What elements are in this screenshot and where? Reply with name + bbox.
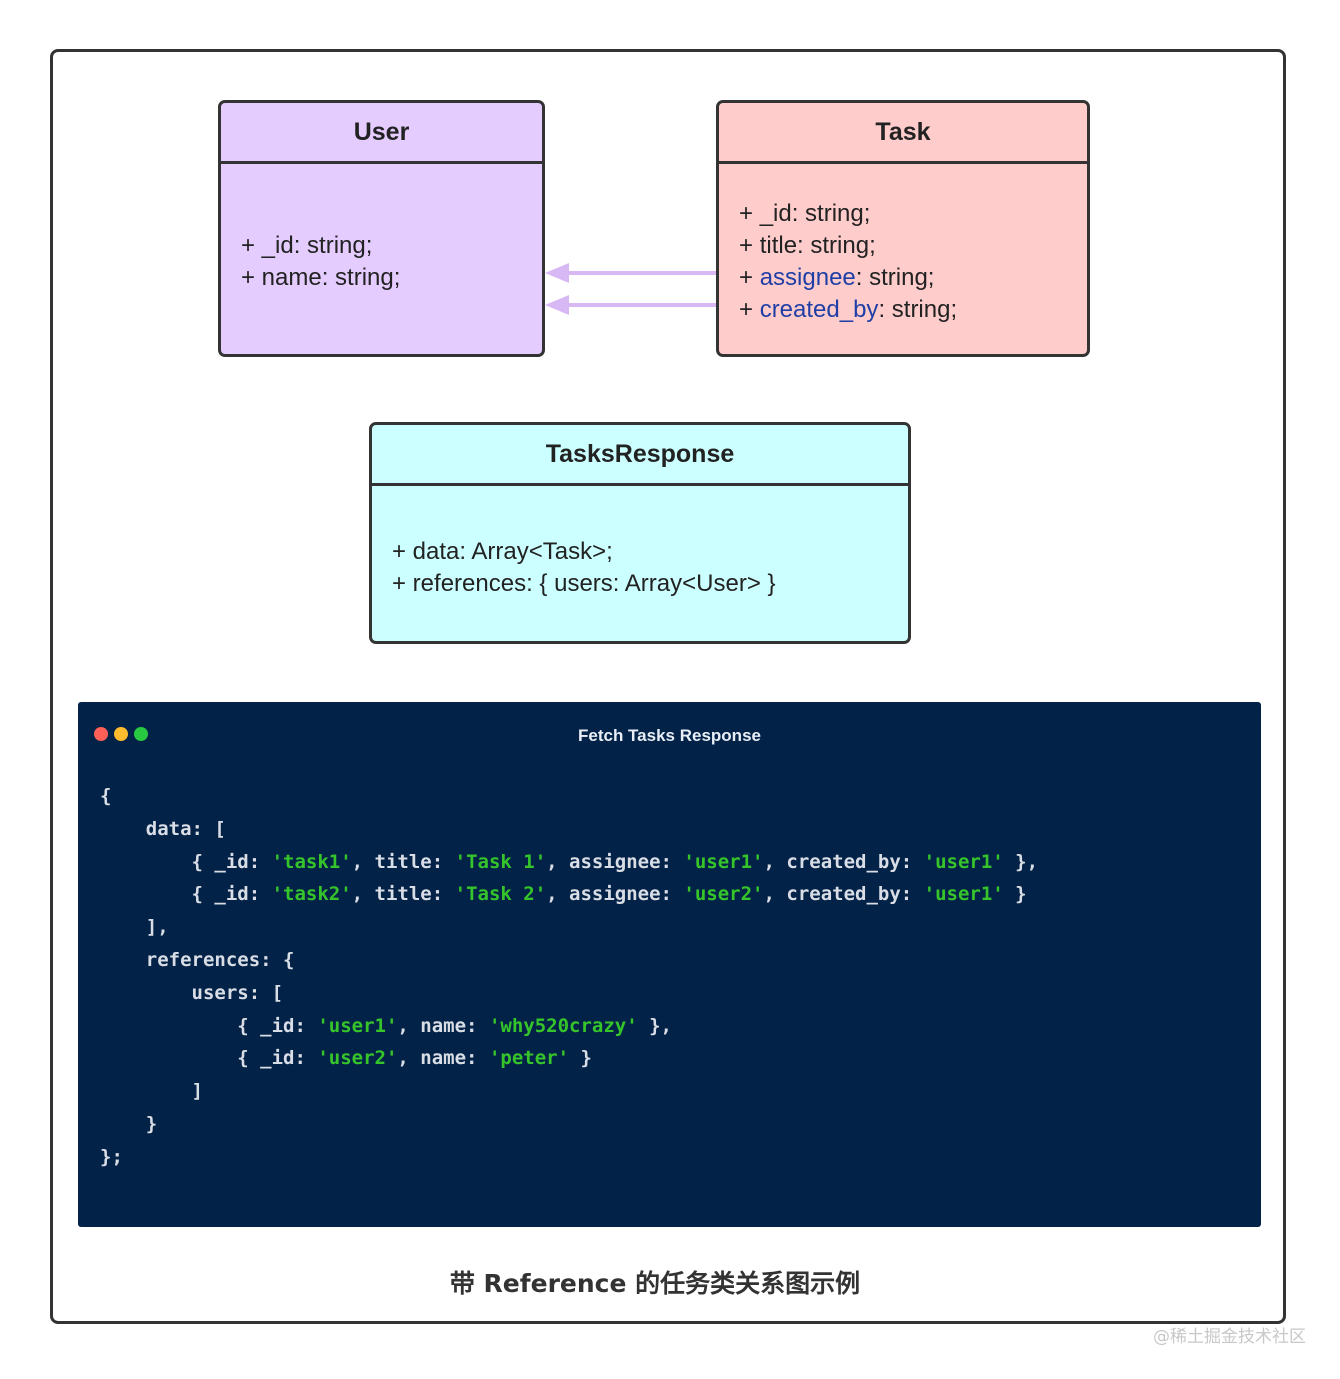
tasks-response-field: + data: Array<Task>; [392,538,613,565]
code-line: data: [ [100,813,1038,846]
code-line: { _id: 'task1', title: 'Task 1', assigne… [100,846,1039,879]
window-controls [94,727,154,743]
reference-arrows [545,263,716,315]
tasks-response-field: + references: { users: Array<User> } [392,570,776,597]
task-field-type: : string; [855,264,935,291]
task-field-type: : string; [878,296,958,323]
task-class-box: Task + _id: string;+ title: string;+ ass… [716,100,1090,357]
code-token: , name: [397,1047,489,1070]
task-field-prefix: + [739,200,760,227]
code-token: data: [ [100,817,226,840]
user-class-fields: + _id: string; + name: string; [221,164,542,294]
task-class-title: Task [719,103,1087,164]
tasks-response-class-title: TasksResponse [372,425,908,486]
code-string: 'user2' [317,1047,398,1070]
code-block: { data: [ { _id: 'task1', title: 'Task 1… [100,780,1038,1174]
maximize-dot-icon [134,727,148,741]
code-token: }, [1003,850,1039,873]
code-line: users: [ [100,977,1038,1010]
code-token: references: { [100,948,295,971]
task-class-fields: + _id: string;+ title: string;+ assignee… [719,164,1087,326]
task-field: + _id: string; [739,198,1067,230]
task-field-name: _id [759,200,792,227]
code-token: , created_by: [763,850,924,873]
code-token: { _id: [100,1047,318,1070]
code-line: { _id: 'user2', name: 'peter' } [100,1042,1038,1075]
code-line: } [100,1108,1038,1141]
task-field-type: : string; [791,200,871,227]
assignee-arrow-head [545,263,569,283]
code-string: 'user1' [317,1014,398,1037]
task-field-name: assignee [759,264,856,291]
code-token: { [100,785,112,807]
tasks-response-class-fields: + data: Array<Task>; + references: { use… [372,486,908,600]
task-field: + assignee: string; [739,262,1067,294]
figure-caption: 带 Reference 的任务类关系图示例 [449,1269,861,1298]
code-token: { _id: [100,883,272,906]
code-window: Fetch Tasks Response { data: [ { _id: 't… [78,702,1261,1227]
code-token: , title: [351,850,455,873]
code-token: , assignee: [546,883,684,906]
code-string: 'task2' [271,883,352,906]
watermark: @稀土掘金技术社区 [1153,1327,1306,1347]
code-string: 'user1' [923,883,1004,906]
code-line: ] [100,1075,1038,1108]
user-field: + _id: string; [241,232,373,259]
task-field: + title: string; [739,230,1067,262]
code-string: 'task1' [271,850,352,873]
code-string: 'user1' [683,850,764,873]
code-window-title: Fetch Tasks Response [578,726,761,745]
task-field-prefix: + [739,264,760,291]
close-dot-icon [94,727,108,741]
task-field-name: title [759,232,798,259]
code-string: 'user1' [923,850,1004,873]
task-field: + created_by: string; [739,294,1067,326]
code-token: } [1003,883,1027,906]
code-line: }; [100,1141,1038,1174]
association-arrows [545,263,716,315]
code-string: 'Task 2' [454,883,547,906]
code-token: , title: [351,883,455,906]
user-class-title: User [221,103,542,164]
code-token: } [569,1047,592,1070]
task-field-type: : string; [797,232,876,259]
minimize-dot-icon [114,727,128,741]
code-line: references: { [100,944,1038,977]
task-field-prefix: + [739,296,760,323]
code-token: , created_by: [763,883,924,906]
code-line: { _id: 'task2', title: 'Task 2', assigne… [100,878,1038,911]
code-token: , name: [397,1014,489,1037]
tasks-response-class-box: TasksResponse + data: Array<Task>; + ref… [369,422,911,644]
task-field-prefix: + [739,232,760,259]
code-token: }, [637,1014,672,1037]
code-token: { _id: [100,1014,318,1037]
code-token: ] [100,1080,203,1103]
user-class-box: User + _id: string; + name: string; [218,100,545,357]
code-string: 'user2' [683,883,764,906]
code-token: }; [100,1145,123,1168]
task-field-name: created_by [759,296,879,323]
user-field: + name: string; [241,264,401,291]
code-line: { _id: 'user1', name: 'why520crazy' }, [100,1010,1038,1043]
code-line: ], [100,911,1038,944]
code-string: 'peter' [488,1047,570,1070]
code-line: { [100,780,1038,813]
code-token: { _id: [100,850,272,873]
code-token: , assignee: [546,850,684,873]
code-string: 'Task 1' [454,850,547,873]
code-token: } [100,1112,158,1135]
code-token: ], [100,916,169,939]
code-string: 'why520crazy' [488,1014,638,1037]
code-token: users: [ [100,981,284,1004]
created-by-arrow-head [545,295,569,315]
